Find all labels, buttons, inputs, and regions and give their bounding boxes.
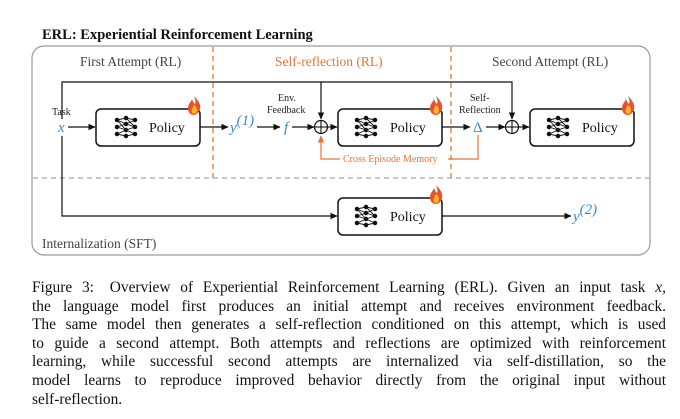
flame-icon — [188, 96, 201, 115]
caption-text-1: Overview of Experiential Reinforcement L… — [109, 279, 646, 296]
caption-line-3: The same model then generates a self-ref… — [32, 316, 666, 334]
caption-inline-x: x — [655, 279, 663, 296]
task-label: Task — [52, 107, 71, 118]
combine-node-reflection — [313, 119, 329, 135]
policy-label: Policy — [390, 210, 426, 225]
flame-icon — [430, 96, 443, 115]
section-first-attempt: First Attempt (RL) — [80, 54, 181, 69]
y1-base: y — [228, 120, 237, 136]
arrow-x-to-policy4 — [61, 136, 338, 220]
self-reflection-label-2: Reflection — [459, 105, 501, 116]
flame-icon — [430, 185, 443, 204]
y2-base: y — [571, 209, 580, 225]
y2-sup: (2) — [580, 202, 598, 218]
env-feedback-label-1: Env. — [278, 93, 296, 104]
y1-sup: (1) — [237, 113, 255, 129]
env-feedback-label-2: Feedback — [267, 105, 305, 116]
section-self-reflection: Self-reflection (RL) — [275, 54, 383, 69]
output-y1: y(1) — [228, 113, 254, 136]
policy-box-internalization: Policy — [337, 185, 443, 236]
policy-label: Policy — [582, 121, 618, 136]
caption-line-5: learning, while successful second attemp… — [32, 353, 666, 371]
caption-punct: , — [662, 279, 666, 296]
cross-episode-memory-label: Cross Episode Memory — [343, 154, 437, 165]
policy-label: Policy — [149, 121, 185, 136]
output-y2: y(2) — [571, 202, 597, 225]
feedback-f: f — [284, 120, 290, 136]
self-reflection-label-1: Self- — [470, 93, 489, 104]
figure-caption: Figure 3: Overview of Experiential Reinf… — [32, 279, 666, 409]
caption-line-2: the language model first produces an ini… — [32, 297, 666, 315]
flame-icon — [622, 96, 635, 115]
arrow-task-to-reflection — [61, 81, 325, 120]
section-internalization: Internalization (SFT) — [42, 236, 156, 251]
memory-label-bg — [340, 152, 448, 166]
arrow-task-to-second — [321, 81, 516, 120]
caption-label: Figure 3: — [32, 279, 94, 296]
policy-box-second: Policy — [529, 96, 635, 147]
outer-frame — [31, 45, 651, 256]
caption-line-6: model learns to reproduce improved behav… — [32, 371, 666, 389]
caption-line-4: to guide a second attempt. Both attempts… — [32, 334, 666, 352]
reflection-delta: Δ — [473, 120, 483, 136]
policy-label: Policy — [390, 121, 426, 136]
caption-line-1: Figure 3: Overview of Experiential Reinf… — [32, 279, 666, 298]
policy-box-reflection: Policy — [337, 96, 443, 147]
erl-diagram: ERL: Experiential Reinforcement Learning… — [31, 27, 651, 256]
input-x: x — [57, 120, 65, 136]
figure-title: ERL: Experiential Reinforcement Learning — [42, 27, 314, 43]
caption-line-7: self-reflection. — [32, 390, 123, 408]
combine-node-second — [504, 119, 520, 135]
section-second-attempt: Second Attempt (RL) — [492, 54, 608, 69]
policy-box-first: Policy — [95, 96, 201, 147]
